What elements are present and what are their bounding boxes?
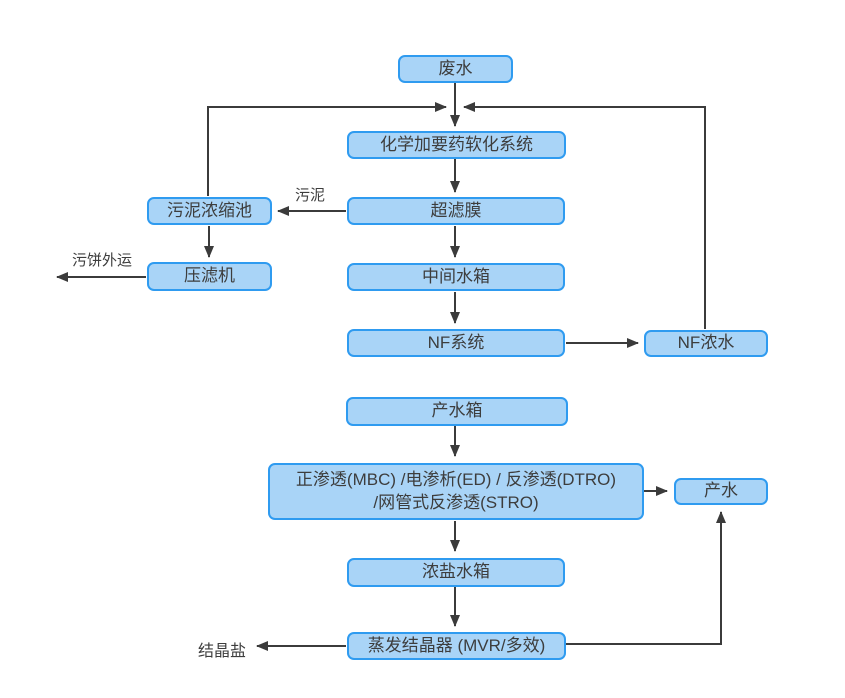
edge-evaporator-to-product	[566, 511, 726, 645]
node-filter-press: 压滤机	[147, 262, 272, 291]
node-nf-concentrate: NF浓水	[644, 330, 768, 357]
node-sludge-thickener: 污泥浓缩池	[147, 197, 272, 225]
node-evaporator-crystallizer: 蒸发结晶器 (MVR/多效)	[347, 632, 566, 660]
node-nf-system: NF系统	[347, 329, 565, 357]
node-brine-tank: 浓盐水箱	[347, 558, 565, 587]
edge-nf-concentrate-recycle	[463, 102, 706, 329]
node-chemical-softening: 化学加要药软化系统	[347, 131, 566, 159]
edge-label-crystal-salt: 结晶盐	[198, 643, 247, 660]
node-ultrafiltration: 超滤膜	[347, 197, 565, 225]
edge-label-sludge: 污泥	[295, 187, 326, 204]
edge-label-sludge-cake-out: 污饼外运	[72, 252, 133, 269]
node-product-water-tank: 产水箱	[346, 397, 568, 426]
node-wastewater: 废水	[398, 55, 513, 83]
node-intermediate-tank: 中间水箱	[347, 263, 565, 291]
node-membrane-treatment: 正渗透(MBC) /电渗析(ED) / 反渗透(DTRO) /网管式反渗透(ST…	[268, 463, 644, 520]
node-product-water: 产水	[674, 478, 768, 505]
edge-thickener-recycle	[207, 102, 447, 196]
